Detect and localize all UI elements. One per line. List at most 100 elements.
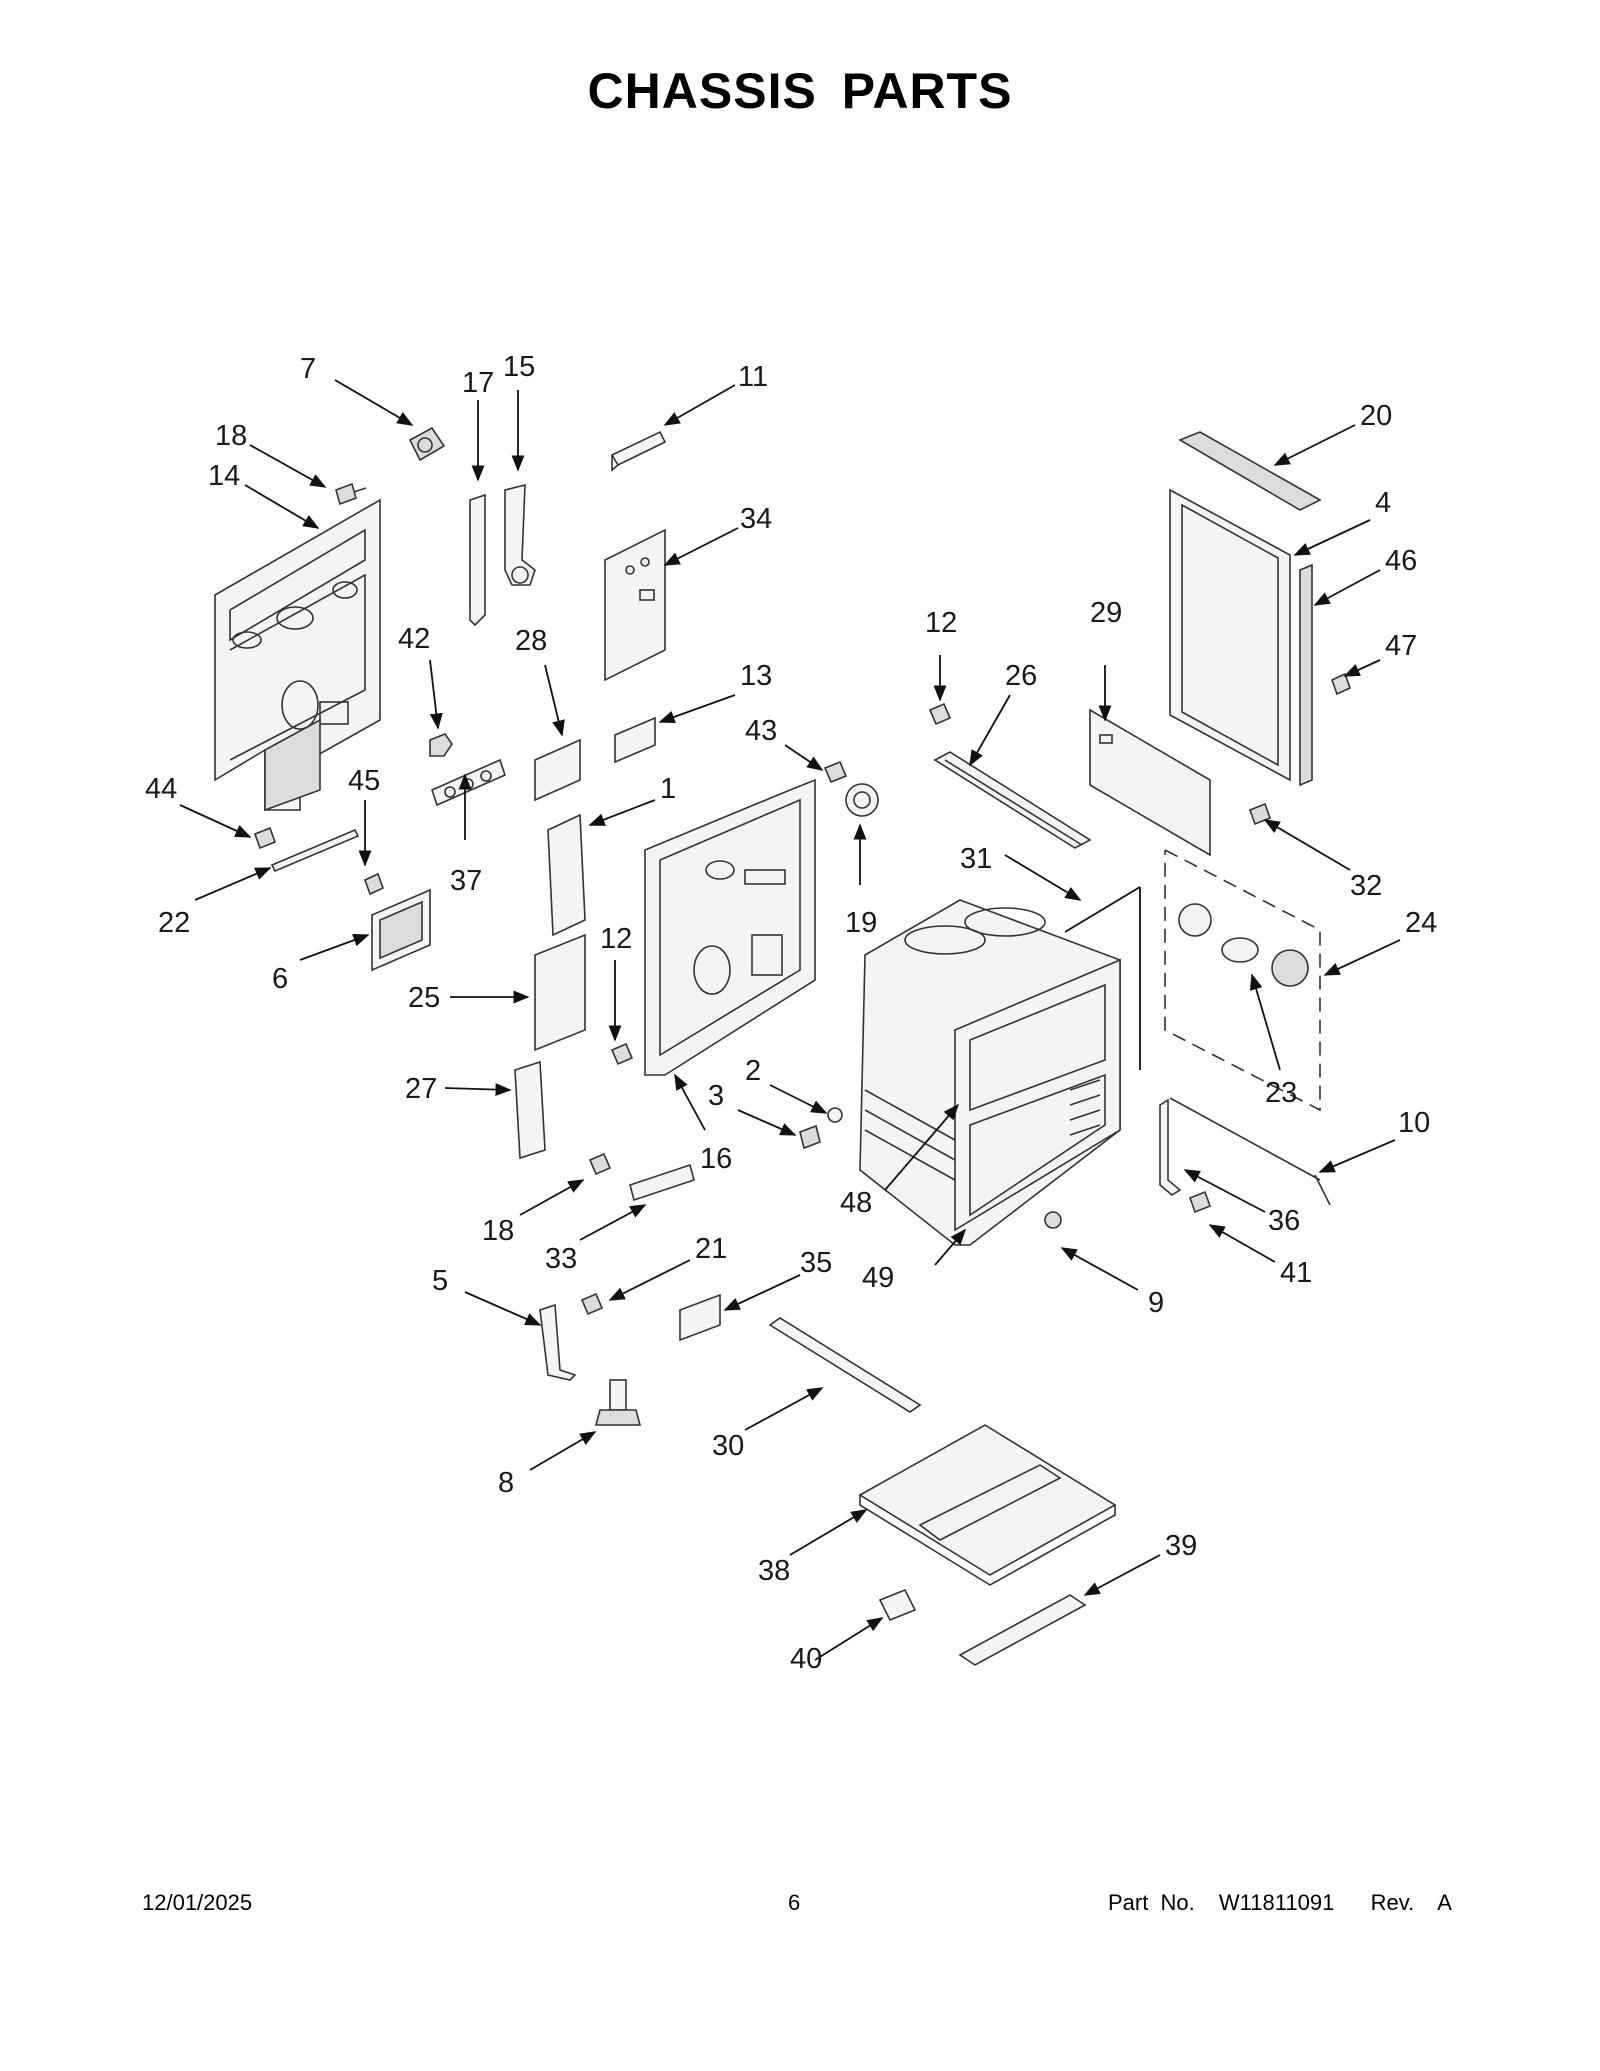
part-25-insulation <box>534 933 586 1052</box>
callout-5: 5 <box>432 1265 448 1297</box>
callout-28: 28 <box>515 625 547 657</box>
callout-22: 22 <box>158 907 190 939</box>
footer-page-number: 6 <box>788 1890 801 1915</box>
part-2-washer <box>827 1107 843 1123</box>
callout-15: 15 <box>503 351 535 383</box>
part-45-screw <box>364 872 384 896</box>
callout-47: 47 <box>1385 630 1417 662</box>
callout-49: 49 <box>862 1262 894 1294</box>
callout-42: 42 <box>398 623 430 655</box>
part-12-screw-b <box>928 702 952 726</box>
callout-38: 38 <box>758 1555 790 1587</box>
callout-labels: 7 17 15 11 18 14 34 20 4 46 47 12 26 29 … <box>145 351 1437 1675</box>
part-14-rear-panel <box>214 498 381 812</box>
callout-33: 33 <box>545 1243 577 1275</box>
callout-4: 4 <box>1375 487 1391 519</box>
part-18-screw-a <box>335 482 367 506</box>
part-44-screw <box>253 826 277 850</box>
part-15-duct <box>504 483 536 586</box>
part-7-switch <box>408 426 446 462</box>
part-40-clip <box>878 1588 917 1622</box>
part-3-screw <box>799 1124 821 1150</box>
part-39-cover <box>958 1594 1087 1666</box>
callout-11: 11 <box>738 361 768 393</box>
callout-16: 16 <box>700 1143 732 1175</box>
part-47-screw <box>1331 672 1351 696</box>
footer-date: 12/01/2025 <box>142 1890 253 1915</box>
part-38-bottom-tray <box>858 1424 1117 1586</box>
callout-39: 39 <box>1165 1530 1197 1562</box>
callout-21: 21 <box>695 1233 727 1265</box>
callout-18-a: 18 <box>215 420 247 452</box>
part-36-bracket <box>1159 1098 1182 1196</box>
part-26-rail <box>933 751 1092 849</box>
part-12-screw-a <box>610 1042 634 1066</box>
callout-13: 13 <box>740 660 772 692</box>
part-illustrations <box>214 426 1351 1666</box>
callout-31: 31 <box>960 843 992 875</box>
part-28-bracket <box>534 738 581 802</box>
callout-30: 30 <box>712 1430 744 1462</box>
callout-36: 36 <box>1268 1205 1300 1237</box>
callout-3: 3 <box>708 1080 724 1112</box>
leader-lines <box>179 379 1401 1661</box>
callout-1: 1 <box>660 773 676 805</box>
callout-34: 34 <box>740 503 772 535</box>
callout-48: 48 <box>840 1187 872 1219</box>
callout-25: 25 <box>408 982 440 1014</box>
part-46-side-trim <box>1299 563 1313 787</box>
callout-14: 14 <box>208 460 240 492</box>
callout-43: 43 <box>745 715 777 747</box>
part-4-door-frame <box>1169 488 1291 782</box>
callout-10: 10 <box>1398 1107 1430 1139</box>
callout-12-b: 12 <box>600 923 632 955</box>
part-30-rail <box>768 1317 922 1413</box>
callout-44: 44 <box>145 773 177 805</box>
callout-24: 24 <box>1405 907 1437 939</box>
part-19-fan <box>845 783 879 817</box>
callout-23: 23 <box>1265 1077 1297 1109</box>
part-35-bracket <box>679 1293 721 1342</box>
part-13-bracket <box>614 716 656 764</box>
part-17-bracket <box>469 493 486 627</box>
callout-12-a: 12 <box>925 607 957 639</box>
part-33-bracket <box>629 1163 695 1202</box>
part-41-screw <box>1188 1190 1212 1214</box>
part-1-channel <box>547 813 586 937</box>
part-9-foot <box>1044 1211 1062 1229</box>
part-8-leveling-leg <box>594 1379 642 1426</box>
callout-35: 35 <box>800 1247 832 1279</box>
callout-18-b: 18 <box>482 1215 514 1247</box>
part-37-terminal-block <box>431 758 506 807</box>
part-10-sensor <box>1169 1097 1331 1206</box>
part-21-screw <box>580 1292 604 1316</box>
part-43-screw <box>823 760 848 784</box>
footer-part-number: Part No. W11811091 Rev. A <box>1108 1890 1452 1915</box>
callout-41: 41 <box>1280 1257 1312 1289</box>
part-22-strip <box>270 828 360 873</box>
callout-37: 37 <box>450 865 482 897</box>
callout-19: 19 <box>845 907 877 939</box>
part-29-panel <box>1089 708 1211 857</box>
part-32-screw <box>1248 802 1272 826</box>
part-42-nut <box>429 733 453 757</box>
callout-45: 45 <box>348 765 380 797</box>
callout-46: 46 <box>1385 545 1417 577</box>
callout-26: 26 <box>1005 660 1037 692</box>
part-31-oven-cavity <box>859 899 1121 1246</box>
part-20-trim <box>1178 431 1322 511</box>
page-title: CHASSIS PARTS <box>587 63 1013 119</box>
callout-7: 7 <box>300 353 316 385</box>
part-16-side-panel <box>644 778 816 1076</box>
callout-29: 29 <box>1090 597 1122 629</box>
callout-40: 40 <box>790 1643 822 1675</box>
callout-2: 2 <box>745 1055 761 1087</box>
callout-17: 17 <box>462 367 494 399</box>
callout-20: 20 <box>1360 400 1392 432</box>
part-6-vent-grille <box>371 888 431 972</box>
part-24-light-assembly <box>1164 849 1321 1112</box>
part-27-bracket <box>514 1060 546 1160</box>
callout-27: 27 <box>405 1073 437 1105</box>
callout-6: 6 <box>272 963 288 995</box>
